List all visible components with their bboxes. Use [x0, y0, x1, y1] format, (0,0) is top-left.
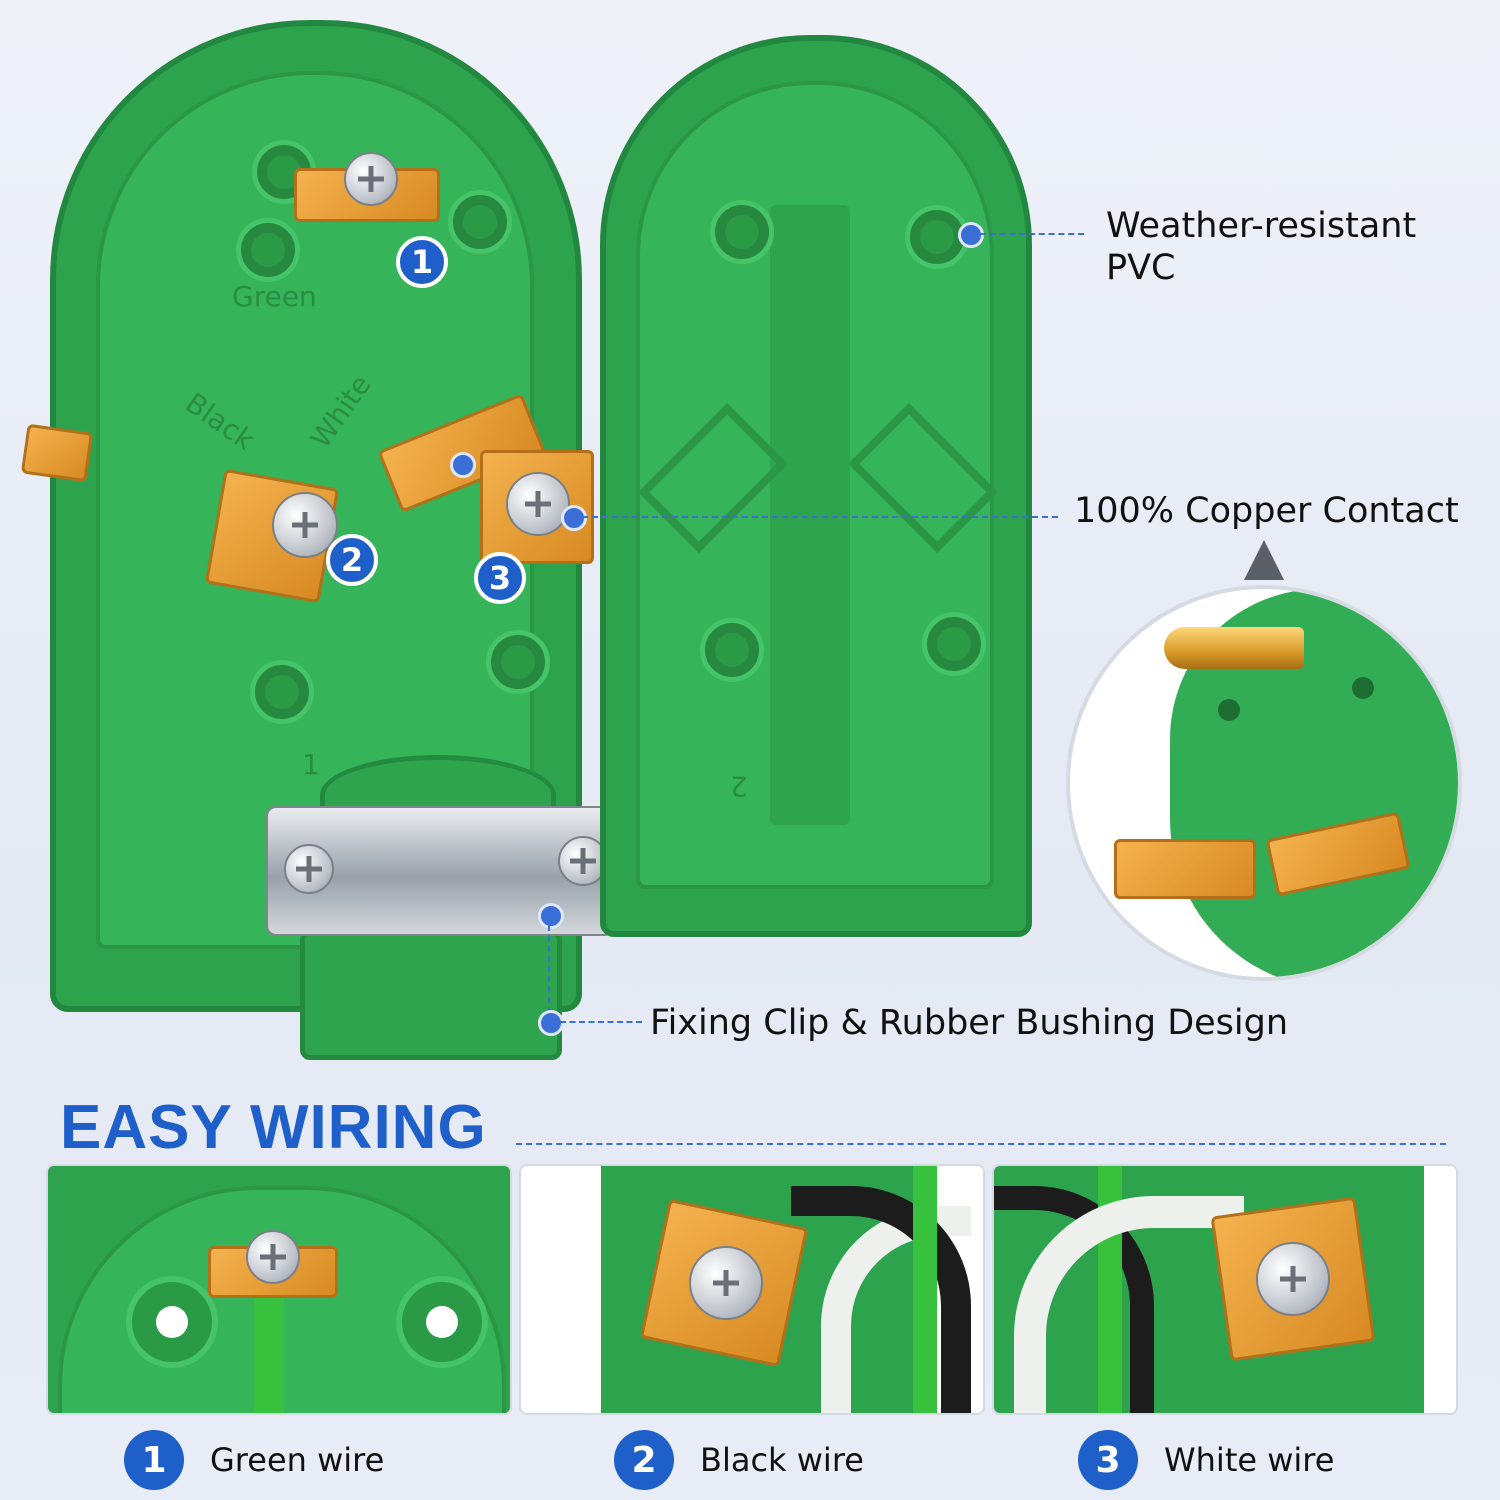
heading-divider: [516, 1143, 1446, 1145]
center-rib: [770, 205, 850, 825]
mount-hole: [700, 618, 764, 682]
mount-hole: [922, 612, 986, 676]
copper-dot: [450, 452, 476, 478]
green-wire: [913, 1166, 937, 1413]
marking-two: 2: [730, 770, 748, 803]
rubber-bushing: [300, 930, 562, 1060]
plug-right-half: [600, 35, 1032, 937]
wiring-item-black: 2 Black wire: [614, 1430, 864, 1490]
copper-dot: [561, 505, 587, 531]
clip-screw: [558, 836, 608, 886]
panel-hole: [396, 1276, 488, 1368]
terminal-screw: [506, 472, 570, 536]
mount-hole: [710, 200, 774, 264]
terminal-badge-2: 2: [326, 534, 378, 586]
wiring-label-black: Black wire: [700, 1441, 864, 1479]
panel-screw: [1256, 1242, 1330, 1316]
clip-leader-vertical: [548, 925, 550, 1013]
pvc-label: Weather-resistant PVC: [1106, 205, 1416, 289]
prong-slot: [848, 403, 998, 553]
face-hole: [1352, 677, 1374, 699]
mount-hole: [448, 190, 512, 254]
copper-label: 100% Copper Contact: [1074, 491, 1459, 531]
wiring-panel-black: [519, 1164, 985, 1415]
copper-leader: [582, 516, 1058, 518]
bushing-dot: [538, 1010, 564, 1036]
easy-wiring-heading: EASY WIRING: [60, 1093, 487, 1162]
marking-green: Green: [232, 280, 317, 313]
round-prong: [1164, 627, 1304, 669]
wiring-badge-3: 3: [1078, 1430, 1138, 1490]
pvc-leader: [980, 233, 1084, 235]
wiring-panel-white: [992, 1164, 1458, 1415]
wiring-panel-green: [46, 1164, 512, 1415]
wiring-label-green: Green wire: [210, 1441, 385, 1479]
mount-hole: [236, 218, 300, 282]
mount-hole: [250, 660, 314, 724]
clip-leader: [560, 1021, 642, 1023]
side-prong: [20, 423, 94, 483]
mount-hole: [486, 630, 550, 694]
wiring-badge-1: 1: [124, 1430, 184, 1490]
panel-screw: [246, 1230, 300, 1284]
wiring-item-green: 1 Green wire: [124, 1430, 384, 1490]
panel-screw: [689, 1246, 763, 1320]
pvc-label-line2: PVC: [1106, 248, 1176, 288]
wiring-badge-2: 2: [614, 1430, 674, 1490]
prong-slot: [638, 403, 788, 553]
terminal-badge-3: 3: [474, 552, 526, 604]
panel-hole: [126, 1276, 218, 1368]
flat-prong: [1114, 839, 1256, 899]
wiring-item-white: 3 White wire: [1078, 1430, 1334, 1490]
zoom-pointer: [1244, 540, 1284, 580]
marking-one: 1: [302, 748, 320, 781]
clip-label: Fixing Clip & Rubber Bushing Design: [650, 1003, 1289, 1043]
wiring-label-white: White wire: [1164, 1441, 1335, 1479]
plug-right-cavity: [636, 81, 998, 889]
terminal-screw: [344, 152, 398, 206]
face-hole: [1218, 699, 1240, 721]
clip-screw: [284, 844, 334, 894]
clip-dot: [538, 903, 564, 929]
green-wire: [254, 1286, 284, 1413]
terminal-screw: [272, 492, 338, 558]
prong-zoom: [1066, 585, 1462, 981]
pvc-dot: [958, 222, 984, 248]
pvc-label-line1: Weather-resistant: [1106, 206, 1417, 246]
terminal-badge-1: 1: [396, 236, 448, 288]
